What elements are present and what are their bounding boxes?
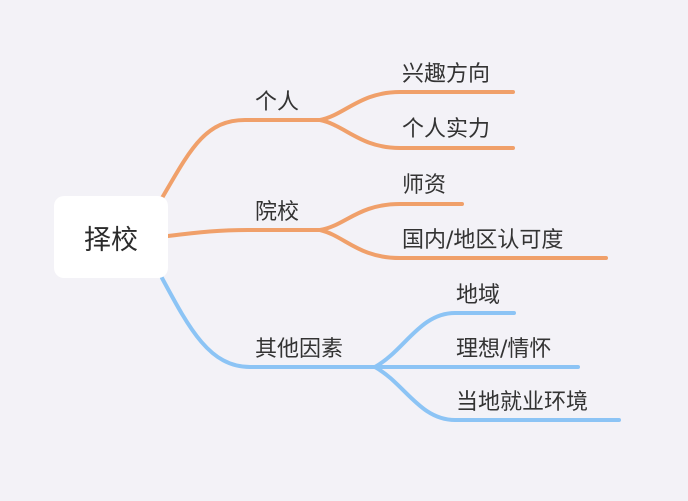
leaf-label: 理想/情怀 <box>456 337 552 362</box>
branch-label: 院校 <box>255 200 300 225</box>
leaf-label: 兴趣方向 <box>402 62 491 87</box>
link-root-other <box>160 276 377 369</box>
branch-personal[interactable]: 个人 <box>255 90 299 116</box>
link-other-region <box>373 311 516 369</box>
root-node-label: 择校 <box>84 224 138 256</box>
link-root-personal <box>160 118 322 200</box>
branch-other-factors[interactable]: 其他因素 <box>255 337 343 363</box>
link-school-faculty <box>318 202 464 232</box>
leaf-label: 当地就业环境 <box>456 390 589 415</box>
branch-label: 个人 <box>255 90 300 115</box>
link-personal-strength <box>318 118 515 150</box>
link-root-school <box>166 228 322 238</box>
leaf-label: 师资 <box>402 173 447 198</box>
link-personal-interest <box>318 90 515 122</box>
leaf-interest-direction[interactable]: 兴趣方向 <box>402 62 490 88</box>
leaf-personal-strength[interactable]: 个人实力 <box>402 117 490 143</box>
root-node[interactable]: 择校 <box>54 196 168 278</box>
link-other-employment <box>373 365 621 422</box>
leaf-label: 地域 <box>456 283 501 308</box>
leaf-local-employment[interactable]: 当地就业环境 <box>456 390 588 416</box>
leaf-label: 国内/地区认可度 <box>402 228 564 253</box>
branch-label: 其他因素 <box>255 337 344 362</box>
leaf-recognition[interactable]: 国内/地区认可度 <box>402 228 563 254</box>
leaf-label: 个人实力 <box>402 117 491 142</box>
link-school-recognition <box>318 228 608 260</box>
leaf-region[interactable]: 地域 <box>456 283 500 309</box>
branch-school[interactable]: 院校 <box>255 200 299 226</box>
leaf-ideal[interactable]: 理想/情怀 <box>456 337 551 363</box>
leaf-faculty[interactable]: 师资 <box>402 173 446 199</box>
